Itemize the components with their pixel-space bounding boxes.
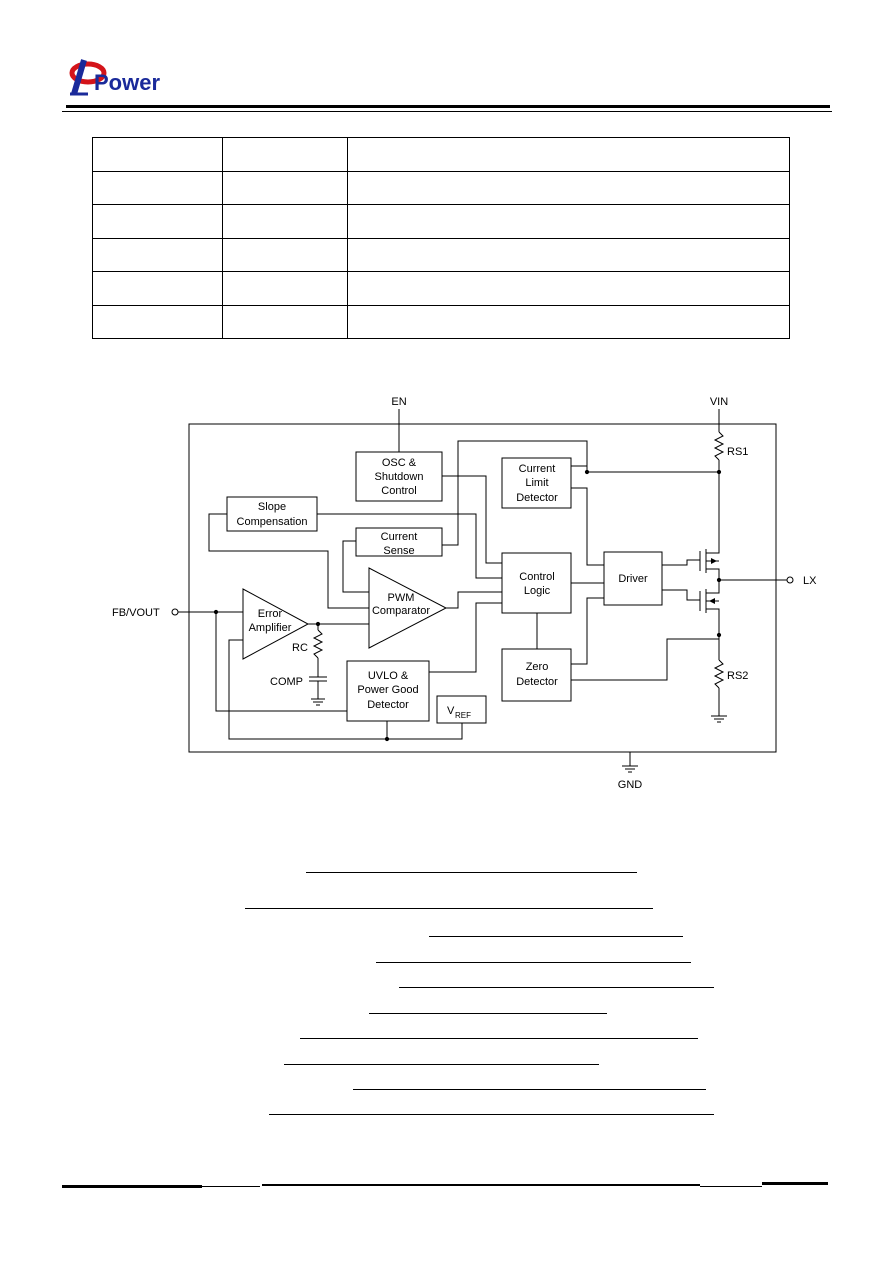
pin-label-fb-vout: FB/VOUT bbox=[112, 607, 160, 619]
rc-label: RC bbox=[292, 642, 308, 654]
osc-label-2: Shutdown bbox=[375, 471, 424, 483]
toc-rule bbox=[353, 1089, 706, 1090]
uvlo-label-1: UVLO & bbox=[368, 670, 409, 682]
pin-description-table bbox=[92, 137, 790, 339]
comp-label: COMP bbox=[270, 676, 303, 688]
driver-label: Driver bbox=[618, 573, 648, 585]
osc-label-3: Control bbox=[381, 485, 416, 497]
error-amplifier-block bbox=[242, 588, 310, 660]
table-row bbox=[92, 137, 790, 172]
pwm-label-1: PWM bbox=[388, 592, 415, 604]
footer-rule bbox=[700, 1186, 762, 1187]
table-cell bbox=[347, 137, 790, 172]
control-logic-label-1: Control bbox=[519, 571, 554, 583]
footer-rule bbox=[762, 1182, 828, 1185]
zero-detector-block bbox=[501, 648, 572, 702]
header-rule bbox=[66, 105, 830, 108]
pin-label-vin: VIN bbox=[710, 396, 728, 408]
pwm-label-2: Comparator bbox=[372, 605, 430, 617]
toc-rule bbox=[429, 936, 683, 937]
rs1-resistor bbox=[713, 431, 725, 461]
current-limit-block bbox=[501, 457, 572, 509]
block-diagram: EN VIN GND OSC & Shutdown Control Curren… bbox=[112, 396, 817, 791]
rs2-label: RS2 bbox=[727, 670, 748, 682]
toc-rule bbox=[376, 962, 691, 963]
table-row bbox=[92, 304, 790, 339]
table-cell bbox=[347, 271, 790, 306]
toc-rule bbox=[369, 1013, 607, 1014]
table-cell bbox=[347, 237, 790, 272]
control-logic-block bbox=[501, 552, 572, 614]
current-limit-label-3: Detector bbox=[516, 492, 558, 504]
footer-rule bbox=[62, 1185, 202, 1188]
chip-outline bbox=[188, 423, 777, 753]
table-row bbox=[92, 170, 790, 205]
pin-label-gnd: GND bbox=[618, 779, 643, 791]
zero-label-2: Detector bbox=[516, 676, 558, 688]
table-cell bbox=[347, 170, 790, 205]
current-limit-label-2: Limit bbox=[525, 477, 548, 489]
control-logic-label-2: Logic bbox=[524, 585, 551, 597]
current-sense-label-1: Current bbox=[381, 531, 418, 543]
slope-label-2: Compensation bbox=[237, 516, 308, 528]
toc-rule bbox=[269, 1114, 714, 1115]
error-amp-label-2: Amplifier bbox=[249, 622, 292, 634]
toc-rule bbox=[399, 987, 714, 988]
table-cell bbox=[347, 204, 790, 239]
uvlo-label-2: Power Good bbox=[357, 684, 418, 696]
table-row bbox=[92, 204, 790, 239]
rc-resistor bbox=[312, 629, 324, 659]
table-row bbox=[92, 237, 790, 272]
rs1-label: RS1 bbox=[727, 446, 748, 458]
table-cell bbox=[92, 137, 223, 172]
header-rule-thin bbox=[62, 111, 832, 112]
toc-rule bbox=[300, 1038, 698, 1039]
logo-text: Power bbox=[94, 70, 160, 95]
toc-rule bbox=[306, 872, 637, 873]
zero-label-1: Zero bbox=[526, 661, 549, 673]
slope-label-1: Slope bbox=[258, 501, 286, 513]
current-sense-label-2: Sense bbox=[383, 545, 414, 557]
table-cell bbox=[92, 304, 223, 339]
table-cell bbox=[222, 271, 348, 306]
table-cell bbox=[92, 271, 223, 306]
footer-rule bbox=[202, 1186, 260, 1187]
company-logo: Power bbox=[69, 59, 160, 96]
current-sense-block bbox=[355, 527, 443, 557]
table-cell bbox=[222, 204, 348, 239]
table-cell bbox=[222, 137, 348, 172]
table-cell bbox=[222, 237, 348, 272]
table-cell bbox=[92, 204, 223, 239]
toc-rule bbox=[284, 1064, 599, 1065]
table-cell bbox=[347, 304, 790, 339]
uvlo-label-3: Detector bbox=[367, 699, 409, 711]
rs2-resistor bbox=[713, 659, 725, 689]
driver-block bbox=[603, 551, 663, 606]
table-cell bbox=[222, 304, 348, 339]
footer-rule bbox=[262, 1184, 700, 1186]
toc-rule bbox=[245, 908, 653, 909]
current-limit-label-1: Current bbox=[519, 463, 556, 475]
vref-label: V bbox=[447, 705, 455, 717]
pin-label-en: EN bbox=[391, 396, 406, 408]
table-cell bbox=[92, 237, 223, 272]
uvlo-block bbox=[346, 660, 430, 722]
vref-subscript: REF bbox=[455, 711, 471, 720]
osc-label-1: OSC & bbox=[382, 457, 417, 469]
pin-label-lx: LX bbox=[803, 575, 817, 587]
table-cell bbox=[222, 170, 348, 205]
error-amp-label-1: Error bbox=[258, 608, 283, 620]
table-cell bbox=[92, 170, 223, 205]
table-row bbox=[92, 271, 790, 306]
